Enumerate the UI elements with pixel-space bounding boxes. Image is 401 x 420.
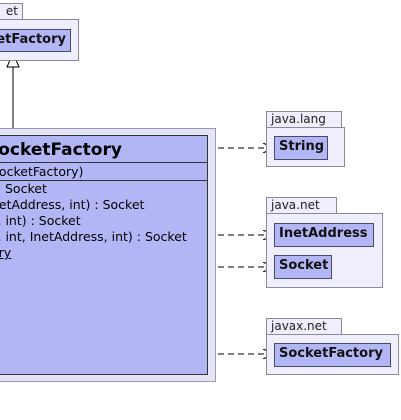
class-socketfactory[interactable]: SocketFactory bbox=[274, 343, 391, 367]
class-inetaddress[interactable]: InetAddress bbox=[274, 223, 374, 247]
class-string[interactable]: String bbox=[274, 136, 328, 160]
package-tab-java-net: java.net bbox=[266, 197, 337, 215]
package-tab-java-lang: java.lang bbox=[266, 111, 342, 129]
main-class-name: SocketFactory bbox=[0, 140, 122, 160]
package-tab-javax-net: javax.net bbox=[266, 318, 342, 336]
class-name: Socket bbox=[279, 258, 329, 273]
parent-package-label: et bbox=[5, 4, 18, 18]
name-divider bbox=[0, 162, 207, 163]
operation-row: s, int, InetAddress, int) : Socket bbox=[0, 229, 187, 244]
package-name: java.lang bbox=[271, 112, 326, 126]
class-name: SocketFactory bbox=[279, 346, 383, 361]
parent-package-tab: et bbox=[0, 3, 23, 20]
operation-row: netAddress, int) : Socket bbox=[0, 197, 145, 212]
class-name: String bbox=[279, 139, 325, 154]
main-class[interactable]: SocketFactory SocketFactory) Socket netA… bbox=[0, 135, 208, 375]
static-operation-row: ory bbox=[0, 245, 12, 260]
class-name: InetAddress bbox=[279, 226, 368, 241]
class-socket[interactable]: Socket bbox=[274, 255, 332, 279]
package-name: javax.net bbox=[271, 319, 327, 333]
attribute-divider bbox=[0, 180, 207, 181]
attribute-row: SocketFactory) bbox=[0, 164, 84, 179]
parent-class[interactable]: etFactory bbox=[0, 29, 71, 52]
operation-row: Socket bbox=[5, 181, 47, 196]
parent-class-label: etFactory bbox=[0, 32, 66, 47]
operation-row: s, int) : Socket bbox=[0, 213, 81, 228]
package-name: java.net bbox=[271, 198, 320, 212]
